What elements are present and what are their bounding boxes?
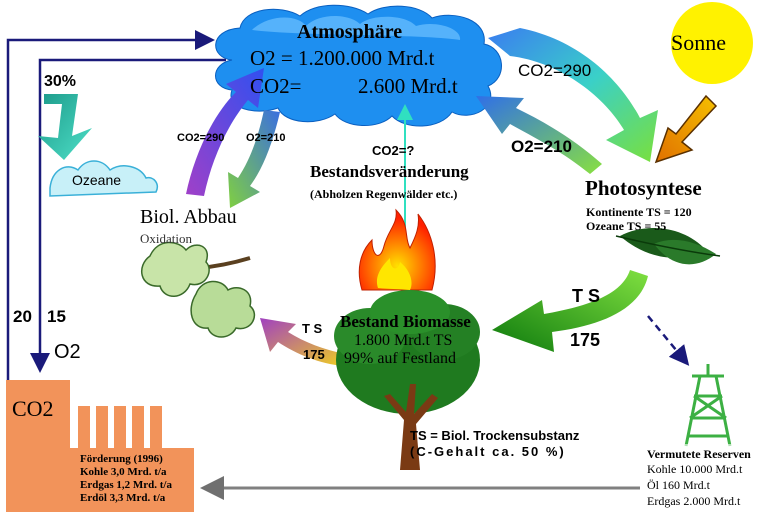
decaying-plant-icon xyxy=(142,242,255,337)
reserves-coal: Kohle 10.000 Mrd.t xyxy=(647,463,742,475)
factory-co2-label: CO2 xyxy=(12,398,54,420)
left-flow-o2-label: O2 xyxy=(54,342,81,362)
o2-flow-photosynthesis: O2=210 xyxy=(511,138,572,155)
biomass-title: Bestand Biomasse xyxy=(340,313,471,330)
sun-arrow xyxy=(656,96,716,162)
photosynthesis-title: Photosyntese xyxy=(585,178,702,199)
ocean-percent: 30% xyxy=(44,74,76,90)
ts-legend-line2: (C-Gehalt ca. 50 %) xyxy=(410,445,566,458)
sun-label: Sonne xyxy=(671,32,726,54)
factory-heading: Förderung (1996) xyxy=(80,454,163,465)
decomposition-title: Biol. Abbau xyxy=(140,207,237,227)
ts-right-value: 175 xyxy=(570,331,600,349)
fire-icon xyxy=(359,210,435,290)
ts-right-label: T S xyxy=(572,287,600,305)
left-flow-down-value: 15 xyxy=(47,308,66,325)
left-flow-up-value: 20 xyxy=(13,308,32,325)
stock-change-subtitle: (Abholzen Regenwälder etc.) xyxy=(310,188,457,200)
co2-flow-photosynthesis: CO2=290 xyxy=(518,62,591,79)
atmosphere-o2-line: O2 = 1.200.000 Mrd.t xyxy=(250,48,435,69)
factory-oil: Erdöl 3,3 Mrd. t/a xyxy=(80,493,165,504)
decomposition-subtitle: Oxidation xyxy=(140,232,192,245)
factory-gas: Erdgas 1,2 Mrd. t/a xyxy=(80,480,172,491)
atmosphere-co2-value: 2.600 Mrd.t xyxy=(358,76,458,97)
ocean-arrow xyxy=(38,94,92,160)
atmosphere-title: Atmosphäre xyxy=(297,22,402,42)
stock-change-co2: CO2=? xyxy=(372,144,414,157)
oil-rig-icon xyxy=(686,364,730,446)
ts-legend-line1: TS = Biol. Trockensubstanz xyxy=(410,429,579,442)
biomass-line1: 1.800 Mrd.t TS xyxy=(354,333,452,349)
co2-flow-decomposition: CO2=290 xyxy=(177,133,224,144)
o2-to-decomposition-arrow xyxy=(228,110,280,208)
photosynthesis-continent-line: Kontinente TS = 120 xyxy=(586,206,692,218)
reserves-heading: Vermutete Reserven xyxy=(647,448,751,460)
stock-change-title: Bestandsveränderung xyxy=(310,163,469,180)
ts-left-value: 175 xyxy=(303,348,325,361)
reserves-gas: Erdgas 2.000 Mrd.t xyxy=(647,495,740,507)
photosynthesis-ocean-line: Ozeane TS = 55 xyxy=(586,220,666,232)
ocean-label: Ozeane xyxy=(72,173,121,187)
leaf-icon xyxy=(616,228,720,264)
o2-to-atmosphere-arrow xyxy=(476,96,602,174)
reserves-oil: Öl 160 Mrd.t xyxy=(647,479,710,491)
atmosphere-co2-label: CO2= xyxy=(250,76,302,97)
o2-flow-decomposition: O2=210 xyxy=(246,133,285,144)
biomass-line2: 99% auf Festland xyxy=(344,351,456,367)
dashed-reserves-arrow xyxy=(648,316,686,362)
factory-coal: Kohle 3,0 Mrd. t/a xyxy=(80,467,166,478)
ts-left-label: T S xyxy=(302,322,322,335)
